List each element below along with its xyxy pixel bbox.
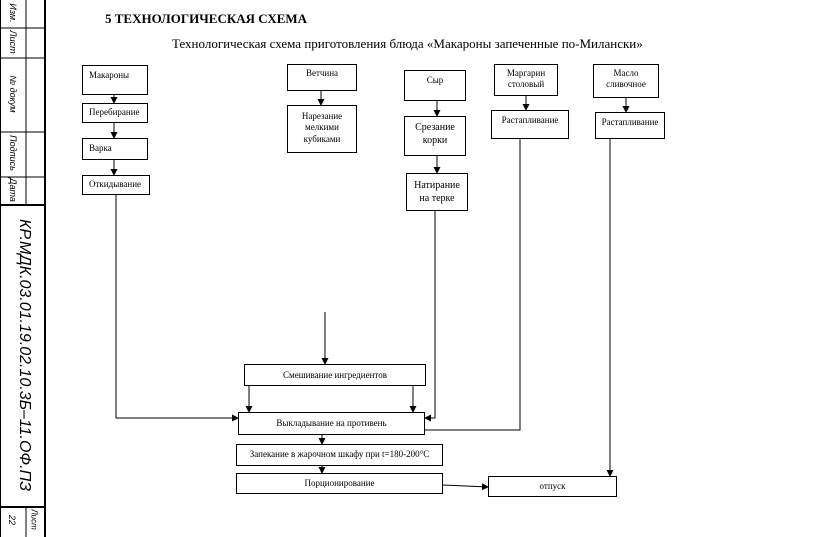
step-makarony: Макароны	[82, 65, 148, 95]
section-title: 5 ТЕХНОЛОГИЧЕСКАЯ СХЕМА	[105, 11, 308, 26]
arrow-porcionirovanie-otpusk	[442, 483, 489, 491]
step-natiranie: Натирание на терке	[406, 173, 468, 211]
step-rastaplivanie-1: Растапливание	[491, 110, 569, 139]
step-varka-label: Варка	[89, 143, 112, 153]
step-syr: Сыр	[404, 70, 466, 101]
stamp-label-list: Лист	[8, 30, 18, 54]
step-otpusk-label: отпуск	[539, 481, 566, 491]
step-syr-label: Сыр	[426, 75, 444, 85]
stamp-sheet-label: Лист	[29, 509, 39, 530]
step-margarin-line-2: столовый	[507, 79, 545, 90]
step-smeshivanie-label: Смешивание ингредиентов	[283, 370, 387, 380]
step-vetchina-label: Ветчина	[305, 68, 339, 78]
step-srezanie-line-2: корки	[422, 134, 448, 146]
stamp-sheet-number: 22	[7, 514, 17, 525]
step-margarin-line-1: Маргарин	[506, 68, 546, 78]
arrow-natiranie-vykladyvanie	[424, 211, 436, 422]
arrows	[110, 91, 630, 491]
stamp-doc-code: КР.МДК.03.01.19.02.10.3Б–11.ОФ.ПЗ	[16, 218, 33, 492]
step-varka: Варка	[82, 138, 148, 160]
step-zapekanie-label: Запекание в жарочном шкафу при t=180-200…	[249, 449, 430, 459]
step-rastaplivanie-1-label: Растапливание	[501, 115, 559, 125]
step-srezanie-line-1: Срезание	[415, 122, 455, 133]
step-natiranie-line-1: Натирание	[414, 180, 460, 191]
step-porcionirovanie: Порционирование	[236, 473, 443, 494]
stamp-label-izm: Изм.	[8, 3, 18, 23]
step-rastaplivanie-2-label: Растапливание	[601, 117, 659, 127]
step-margarin: Маргарин столовый	[494, 64, 558, 96]
stamp-label-podpis: Подпись	[8, 135, 18, 171]
step-smeshivanie: Смешивание ингредиентов	[244, 364, 426, 386]
step-srezanie: Срезание корки	[404, 116, 466, 156]
title-block-frame	[0, 0, 46, 537]
step-rastaplivanie-2: Растапливание	[595, 112, 665, 139]
arrow-rastaplivanie1-vykladyvanie	[413, 139, 521, 431]
stamp-label-dokum: № докум	[8, 75, 18, 113]
step-porcionirovanie-label: Порционирование	[304, 478, 375, 488]
step-zapekanie: Запекание в жарочном шкафу при t=180-200…	[236, 444, 443, 466]
arrow-otkidyvanie-vykladyvanie	[115, 195, 239, 422]
step-otkidyvanie-label: Откидывание	[89, 179, 142, 189]
stamp-label-data: Дата	[8, 178, 18, 202]
step-vykladyvanie: Выкладывание на противень	[238, 412, 425, 435]
step-maslo-line-2: сливочное	[606, 79, 646, 90]
step-narezanie: Нарезание мелкими кубиками	[287, 105, 357, 153]
step-narezanie-line-2: мелкими	[305, 122, 339, 133]
step-natiranie-line-2: на терке	[419, 192, 455, 204]
step-makarony-label: Макароны	[89, 70, 130, 80]
step-perebiranie: Перебирание	[82, 103, 148, 123]
step-otkidyvanie: Откидывание	[82, 175, 150, 195]
step-narezanie-line-1: Нарезание	[301, 111, 343, 121]
step-vykladyvanie-label: Выкладывание на противень	[276, 418, 387, 428]
step-otpusk: отпуск	[488, 476, 617, 497]
step-maslo-line-1: Масло	[613, 68, 639, 78]
step-perebiranie-label: Перебирание	[89, 107, 140, 117]
scheme-subtitle: Технологическая схема приготовления блюд…	[172, 36, 643, 51]
step-vetchina: Ветчина	[287, 64, 357, 91]
step-maslo: Масло сливочное	[593, 64, 659, 98]
step-narezanie-line-3: кубиками	[303, 133, 341, 144]
